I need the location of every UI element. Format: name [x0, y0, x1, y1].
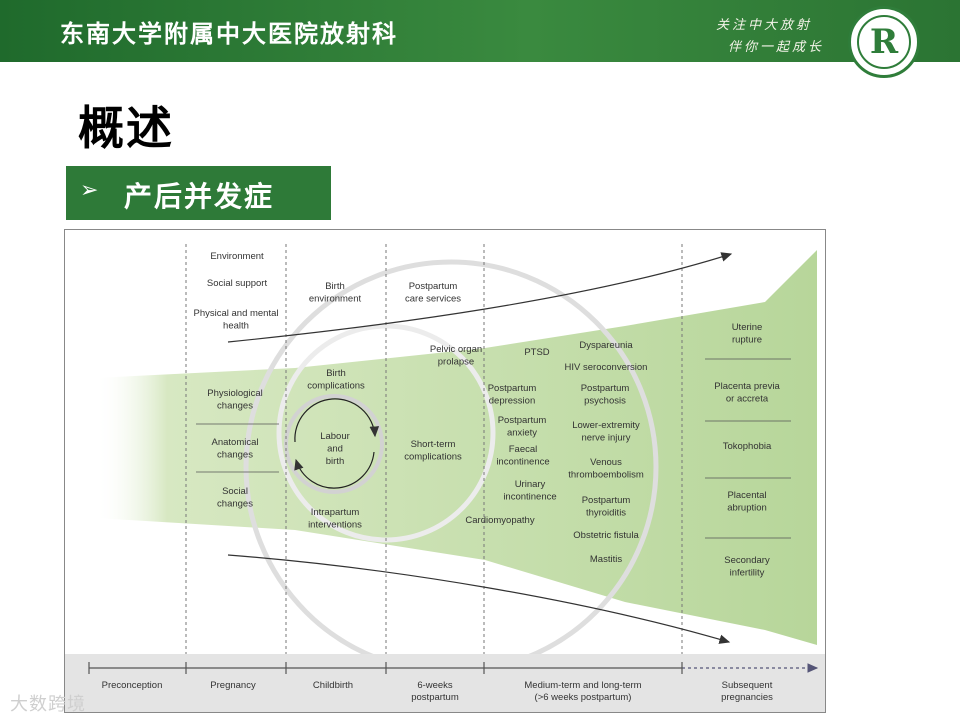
green-band: [95, 250, 817, 645]
timeline-label-2: Childbirth: [313, 680, 353, 691]
label-dyspareunia: Dyspareunia: [579, 340, 633, 351]
hospital-logo: R: [848, 6, 920, 78]
label-obstetric-fistula: Obstetric fistula: [573, 530, 639, 541]
label-environment: Environment: [210, 251, 264, 262]
labour-cycle-arrow-bottom: [294, 451, 375, 489]
label-cardiomyopathy: Cardiomyopathy: [465, 515, 534, 526]
label-hiv-seroconversion: HIV seroconversion: [565, 362, 648, 373]
page-title: 概述: [78, 101, 174, 155]
header-title: 东南大学附属中大医院放射科: [60, 19, 398, 48]
arrow-bullet-icon: ➢: [80, 178, 99, 203]
header-bar: 东南大学附属中大医院放射科 关注中大放射 伴你一起成长: [0, 0, 960, 62]
header-slogan-line1: 关注中大放射: [715, 18, 812, 33]
header-slogan-line2: 伴你一起成长: [727, 40, 824, 55]
timeline-ticks: [88, 662, 683, 674]
separator-lines: [196, 358, 791, 539]
label-subsequent-item-2: Tokophobia: [723, 441, 772, 452]
subtitle-text: 产后并发症: [124, 180, 275, 213]
label-mastitis: Mastitis: [590, 554, 622, 565]
logo-letter: R: [869, 22, 899, 62]
timeline-bar: [65, 654, 825, 712]
phase-dividers: [185, 244, 683, 654]
labour-cycle-arrow-top: [294, 398, 380, 443]
upper-trend-arrow: [227, 252, 733, 343]
timeline-label-1: Pregnancy: [210, 680, 256, 691]
logo-ring: [857, 15, 911, 69]
label-ptsd: PTSD: [524, 347, 549, 358]
timeline-label-0: Preconception: [102, 680, 163, 691]
label-social-support: Social support: [207, 278, 268, 289]
timeline-label-4: Medium-term and long-term(>6 weeks postp…: [524, 680, 641, 703]
lower-trend-arrow: [227, 554, 731, 644]
subtitle-banner: ➢ 产后并发症: [66, 166, 331, 220]
watermark-text: 大数跨境: [10, 694, 86, 715]
